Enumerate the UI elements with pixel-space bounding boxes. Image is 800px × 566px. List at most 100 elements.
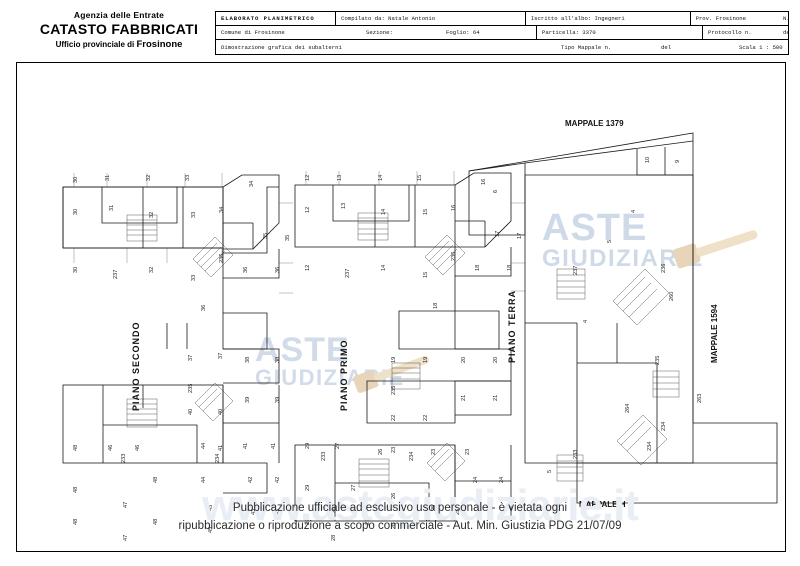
svg-text:9: 9 <box>675 160 681 163</box>
floor-label-piano-secondo: PIANO SECONDO <box>131 321 141 411</box>
svg-text:26: 26 <box>391 523 397 529</box>
svg-text:34: 34 <box>249 181 255 187</box>
svg-text:48: 48 <box>73 487 79 493</box>
svg-text:29: 29 <box>305 485 311 491</box>
svg-text:36: 36 <box>275 267 281 273</box>
svg-text:235: 235 <box>655 356 661 365</box>
svg-text:22: 22 <box>391 415 397 421</box>
compass-rose-icon <box>41 550 111 552</box>
svg-text:18: 18 <box>507 265 513 271</box>
svg-text:23: 23 <box>391 447 397 453</box>
svg-text:43: 43 <box>251 509 257 515</box>
svg-text:13: 13 <box>341 203 347 209</box>
stairwell-secondo-d <box>194 382 234 422</box>
svg-text:35: 35 <box>263 233 269 239</box>
header-row-2: Comune di Frosinone Sezione: Foglio: 64 … <box>216 26 788 40</box>
header-protocollo: Protocollo n. <box>708 29 752 36</box>
svg-text:25: 25 <box>431 505 437 511</box>
svg-text:233: 233 <box>121 454 127 463</box>
svg-text:28: 28 <box>331 507 337 513</box>
stairwell-secondo-b <box>192 236 234 278</box>
svg-text:48: 48 <box>153 477 159 483</box>
drawing-frame: ASTE GIUDIZIARIE ASTE GIUDIZIARIE <box>16 62 786 552</box>
svg-text:14: 14 <box>378 175 384 181</box>
header-province: Prov. Frosinone <box>695 15 746 22</box>
svg-text:39: 39 <box>245 397 251 403</box>
floor-label-piano-terra: PIANO TERRA <box>507 290 517 363</box>
svg-text:37: 37 <box>188 355 194 361</box>
svg-text:22: 22 <box>423 415 429 421</box>
svg-text:36: 36 <box>201 305 207 311</box>
svg-text:31: 31 <box>105 175 111 181</box>
svg-text:234: 234 <box>409 452 415 461</box>
svg-text:236: 236 <box>219 254 225 263</box>
svg-text:43: 43 <box>275 509 281 515</box>
svg-text:15: 15 <box>423 272 429 278</box>
svg-text:234: 234 <box>215 454 221 463</box>
mappale-h-label: MAPPALE H <box>579 500 626 509</box>
header-subtitle: Dimostrazione grafica dei subalterni <box>221 43 342 51</box>
svg-text:36: 36 <box>243 267 249 273</box>
header-comune: Comune di Frosinone <box>221 29 285 36</box>
header-number: N. 1795 <box>783 15 788 22</box>
svg-text:263: 263 <box>697 394 703 403</box>
svg-text:34: 34 <box>219 207 225 213</box>
svg-text:30: 30 <box>73 209 79 215</box>
svg-text:235: 235 <box>391 386 397 395</box>
svg-text:47: 47 <box>123 502 129 508</box>
stairwell-primo-a <box>357 212 389 241</box>
header-row-3: Dimostrazione grafica dei subalterni Tip… <box>216 40 788 54</box>
svg-text:35: 35 <box>285 235 291 241</box>
svg-text:37: 37 <box>218 353 224 359</box>
svg-text:42: 42 <box>248 477 254 483</box>
svg-text:235: 235 <box>188 384 194 393</box>
svg-text:5: 5 <box>547 470 553 473</box>
svg-text:39: 39 <box>275 397 281 403</box>
svg-text:30: 30 <box>73 177 79 183</box>
svg-text:46: 46 <box>135 445 141 451</box>
svg-text:27: 27 <box>351 485 357 491</box>
svg-text:14: 14 <box>381 265 387 271</box>
svg-text:13: 13 <box>337 175 343 181</box>
svg-text:41: 41 <box>243 443 249 449</box>
svg-text:237: 237 <box>113 270 119 279</box>
svg-text:236: 236 <box>661 264 667 273</box>
svg-text:233: 233 <box>573 450 579 459</box>
header-registration: Iscritto all'albo: Ingegneri <box>526 12 691 25</box>
office-city: Frosinone <box>136 38 183 50</box>
stairwell-terra-e <box>556 454 584 482</box>
header-protocollo-del: del <box>783 29 788 36</box>
svg-text:29: 29 <box>305 443 311 449</box>
svg-text:16: 16 <box>481 179 487 185</box>
header-compiled-by: Compilato da: Natale Antonio <box>336 12 526 25</box>
piano-terra-block: 6 10 9 4 5 237 236 260 4 235 263 264 234… <box>468 132 778 504</box>
svg-text:32: 32 <box>149 267 155 273</box>
svg-text:19: 19 <box>391 357 397 363</box>
svg-text:237: 237 <box>573 266 579 275</box>
header-sezione: Sezione: <box>366 29 393 36</box>
svg-text:15: 15 <box>423 209 429 215</box>
svg-text:44: 44 <box>201 443 207 449</box>
floor-plan-drawing: 30 31 32 33 30 31 32 33 30 237 32 33 34 … <box>62 119 778 541</box>
mappale-1379-label: MAPPALE 1379 <box>565 119 624 128</box>
svg-text:18: 18 <box>475 265 481 271</box>
svg-text:38: 38 <box>275 357 281 363</box>
svg-text:48: 48 <box>73 519 79 525</box>
svg-text:4: 4 <box>583 320 589 323</box>
stairwell-primo-e <box>426 442 466 482</box>
svg-text:48: 48 <box>73 445 79 451</box>
svg-text:42: 42 <box>275 477 281 483</box>
svg-text:264: 264 <box>625 404 631 413</box>
svg-text:20: 20 <box>461 357 467 363</box>
piano-primo-block: 12 13 14 15 12 13 14 15 12 237 14 15 16 … <box>294 171 525 541</box>
office-line: Ufficio provinciale di Frosinone <box>28 38 210 50</box>
svg-text:24: 24 <box>499 477 505 483</box>
stairwell-secondo-a <box>126 214 158 242</box>
header-row-1: ELABORATO PLANIMETRICO Compilato da: Nat… <box>216 12 788 26</box>
svg-text:12: 12 <box>305 207 311 213</box>
svg-text:40: 40 <box>188 409 194 415</box>
svg-text:17: 17 <box>495 231 501 237</box>
header-doc-type: ELABORATO PLANIMETRICO <box>216 12 337 25</box>
svg-text:45: 45 <box>208 505 214 511</box>
svg-text:32: 32 <box>149 212 155 218</box>
